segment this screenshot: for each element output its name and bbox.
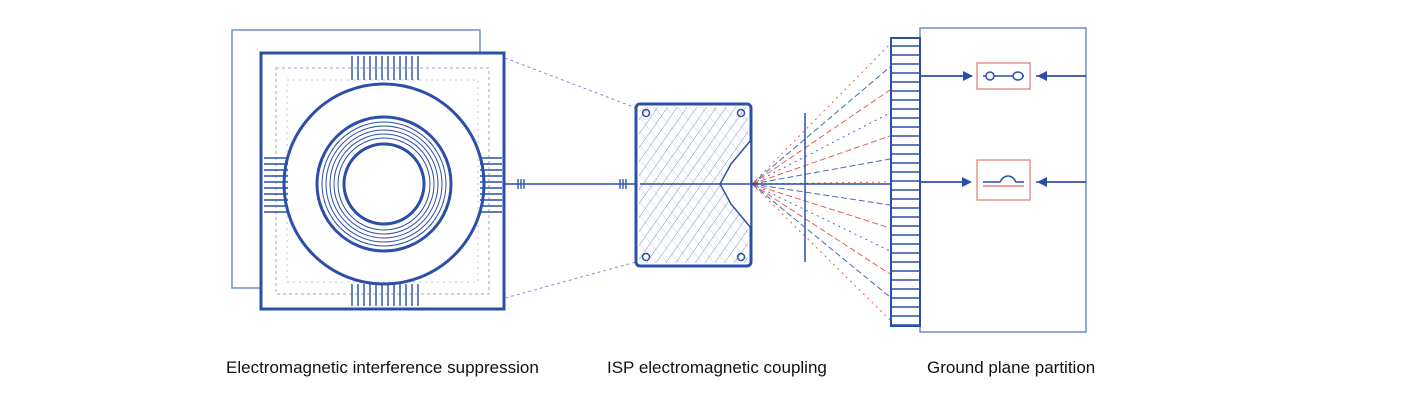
shielded-coil-module	[231, 29, 506, 311]
outer-frame	[259, 51, 506, 311]
outer-ring	[282, 82, 486, 286]
caption-ground-partition: Ground plane partition	[927, 358, 1096, 377]
fanout-line	[751, 43, 891, 185]
filter-component-bottom	[976, 159, 1031, 201]
isp-chip-block	[634, 102, 753, 268]
connector-slats	[891, 45, 920, 326]
fanout-line	[751, 183, 891, 275]
fanout-line	[751, 135, 891, 185]
fanout-line	[751, 183, 891, 321]
winding	[321, 121, 447, 247]
connector-comb	[890, 37, 921, 327]
inner-frame	[275, 67, 490, 295]
screw-bl	[641, 252, 651, 262]
core-ring	[342, 142, 426, 226]
winding	[325, 125, 443, 243]
fanout-line	[751, 158, 891, 185]
fanout-lines	[751, 43, 891, 321]
coil-windings	[321, 121, 447, 247]
caption-emi-suppression: Electromagnetic interference suppression	[226, 358, 539, 377]
screw-tl	[641, 108, 651, 118]
inner-frame-2	[286, 79, 479, 283]
fanout-line	[751, 89, 891, 185]
fanout-line	[751, 183, 891, 298]
fanout-line	[751, 181, 891, 185]
pin-comb-bottom	[351, 284, 419, 306]
fanout-line	[751, 66, 891, 185]
fanout-line	[751, 183, 891, 206]
screw-tr	[736, 108, 746, 118]
chip-hatch-cross	[639, 107, 748, 263]
pin-comb-top	[351, 56, 419, 80]
winding	[329, 129, 439, 239]
fanout-line	[751, 183, 891, 252]
caption-isp-coupling: ISP electromagnetic coupling	[607, 358, 827, 377]
ground-plane-partition	[890, 27, 1087, 333]
winding	[337, 137, 431, 231]
ring-2	[315, 115, 453, 253]
channel-top	[920, 62, 1086, 90]
fanout-line	[751, 112, 891, 185]
channel-bottom	[920, 159, 1086, 201]
projection-lines-left	[504, 57, 637, 299]
signal-link	[504, 179, 636, 189]
screw-br	[736, 252, 746, 262]
fanout-line	[751, 183, 891, 229]
winding	[333, 133, 435, 235]
